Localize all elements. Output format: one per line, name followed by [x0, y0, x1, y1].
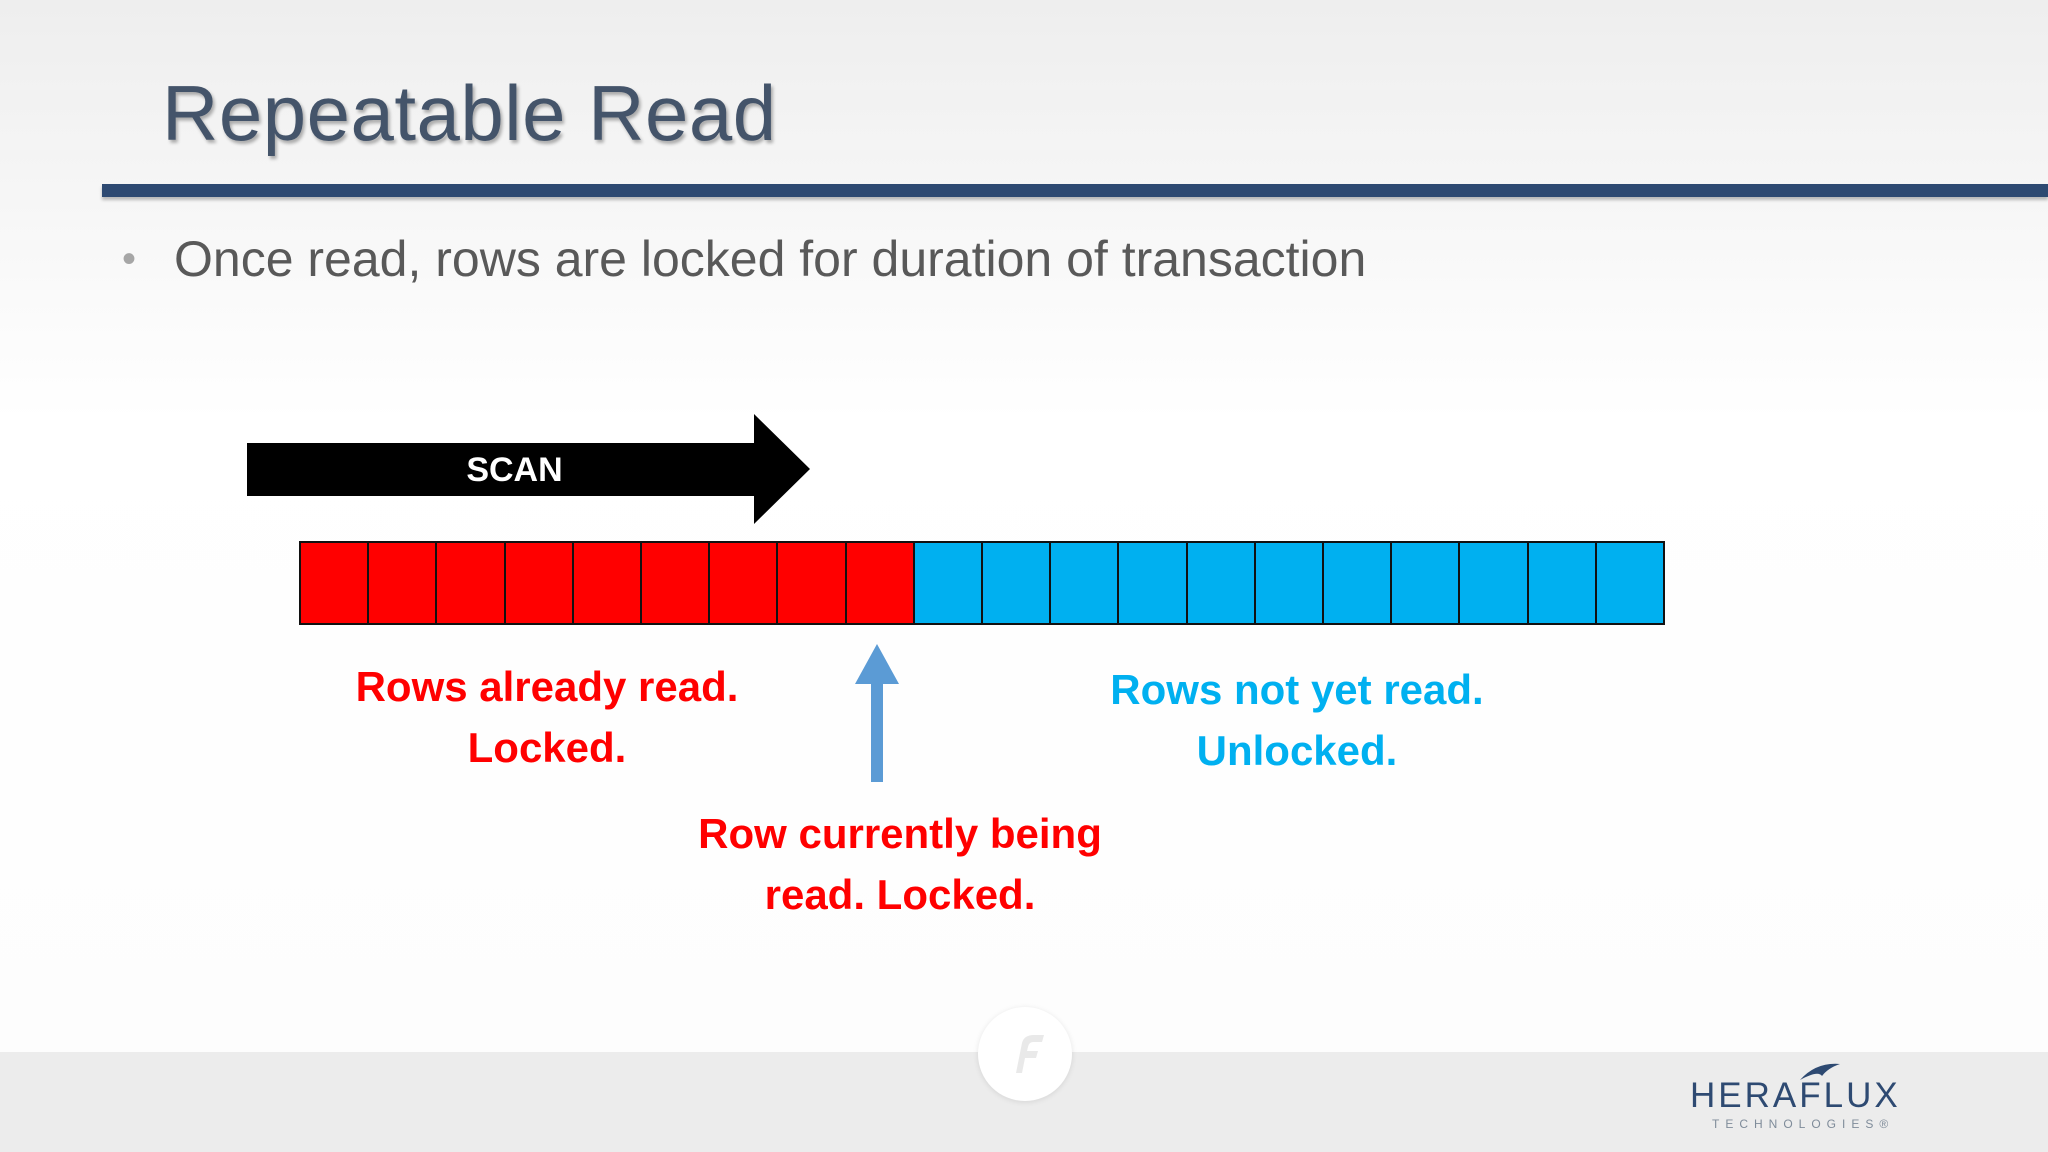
row-cell-locked: [846, 543, 915, 623]
row-cell-locked: [301, 543, 370, 623]
slide-title: Repeatable Read: [162, 69, 777, 157]
row-cell-unlocked: [983, 543, 1052, 623]
title-divider: [102, 184, 2048, 197]
row-strip: [299, 541, 1665, 625]
bullet-text: Once read, rows are locked for duration …: [174, 231, 1367, 287]
caption-rows-not-yet-read: Rows not yet read. Unlocked.: [1057, 659, 1537, 781]
caption-line: Unlocked.: [1196, 727, 1398, 774]
bullet-dot-icon: •: [122, 237, 137, 281]
bullet-item: • Once read, rows are locked for duratio…: [122, 228, 1366, 290]
row-cell-unlocked: [1460, 543, 1529, 623]
logo-swoosh-icon: [1800, 1063, 1840, 1080]
row-cell-unlocked: [1392, 543, 1461, 623]
row-cell-unlocked: [1187, 543, 1256, 623]
caption-line: Rows already read.: [355, 663, 739, 710]
row-cell-locked: [437, 543, 506, 623]
caption-line: Row currently being: [698, 810, 1102, 857]
row-cell-unlocked: [1051, 543, 1120, 623]
caption-line: Rows not yet read.: [1110, 666, 1484, 713]
row-cell-unlocked: [1528, 543, 1597, 623]
row-cell-unlocked: [1119, 543, 1188, 623]
row-cell-locked: [642, 543, 711, 623]
scan-arrow-icon: [247, 414, 810, 524]
row-cell-locked: [778, 543, 847, 623]
row-cell-unlocked: [1255, 543, 1325, 623]
heraflux-watermark-icon: [978, 1007, 1072, 1101]
row-cell-locked: [573, 543, 643, 623]
row-cell-unlocked: [1596, 543, 1664, 623]
current-row-pointer-icon: [855, 644, 899, 782]
row-cell-locked: [710, 543, 779, 623]
row-cell-locked: [505, 543, 574, 623]
logo-subtitle: TECHNOLOGIES®: [1712, 1117, 1895, 1131]
caption-rows-already-read: Rows already read. Locked.: [327, 656, 767, 778]
scan-label: SCAN: [466, 451, 563, 489]
row-cell-locked: [369, 543, 438, 623]
heraflux-logo: HERAFLUX TECHNOLOGIES®: [1680, 1056, 1920, 1136]
caption-line: Locked.: [467, 724, 627, 771]
row-cell-unlocked: [1324, 543, 1393, 623]
row-cell-unlocked: [914, 543, 984, 623]
caption-line: read. Locked.: [764, 871, 1036, 918]
caption-row-currently-being-read: Row currently being read. Locked.: [660, 803, 1140, 925]
logo-wordmark: HERAFLUX: [1690, 1076, 1901, 1115]
